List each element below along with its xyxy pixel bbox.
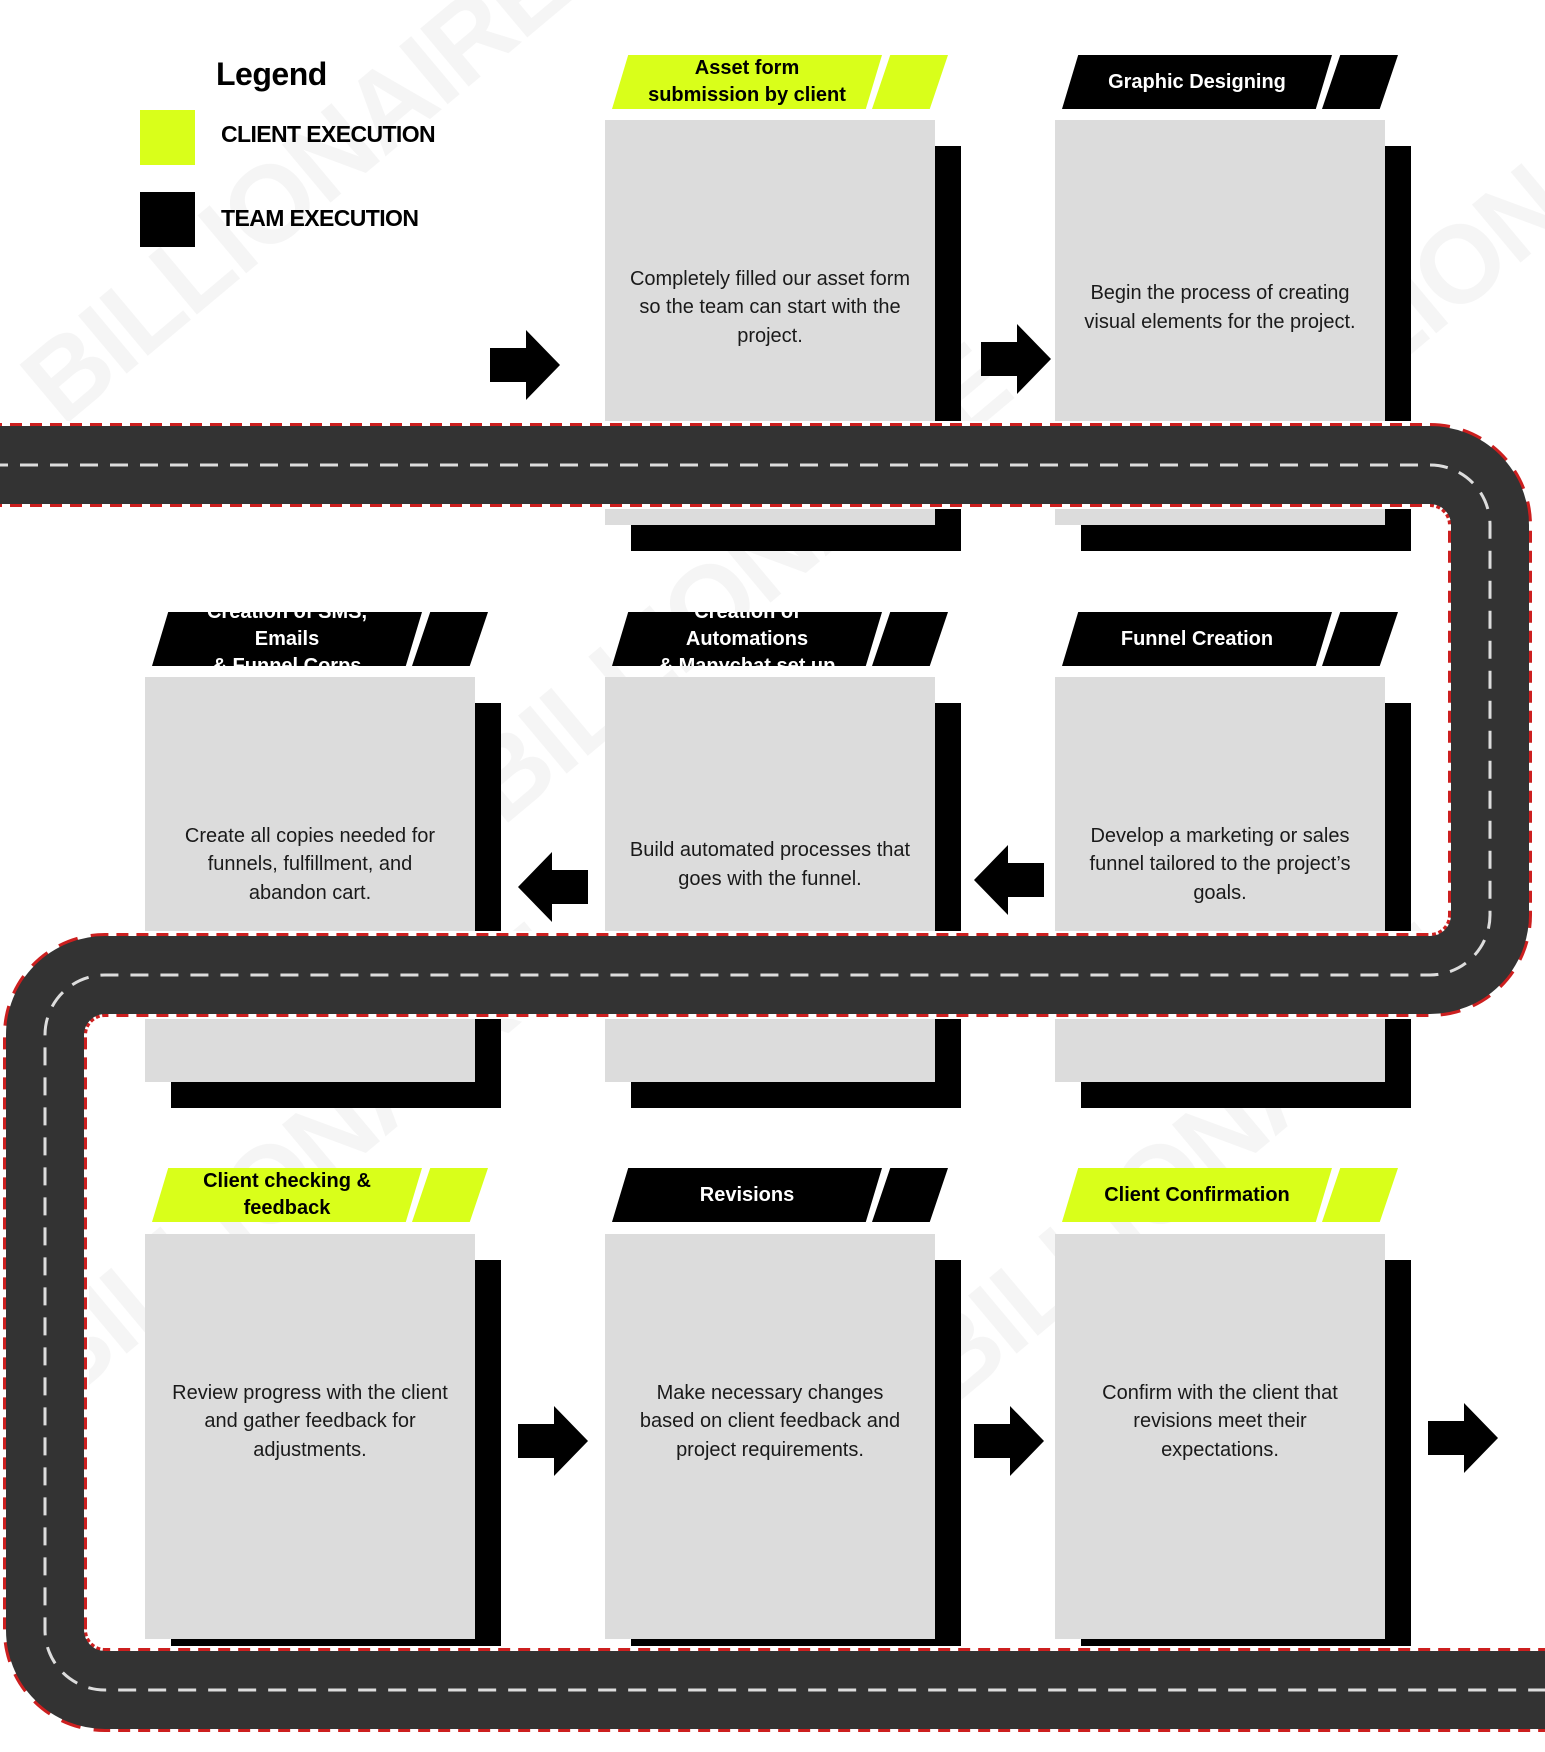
step-card: Review progress with the client and gath…	[145, 1234, 475, 1639]
step-title: Client checking & feedback	[152, 1168, 422, 1222]
step-description: Confirm with the client that revisions m…	[1102, 1381, 1338, 1461]
step-card: Confirm with the client that revisions m…	[1055, 1234, 1385, 1639]
arrow-right-icon	[981, 324, 1051, 394]
step-description: Completely filled our asset form so the …	[629, 267, 911, 347]
step-description: Develop a marketing or sales funnel tail…	[1089, 824, 1351, 904]
step-description: Review progress with the client and gath…	[172, 1381, 448, 1461]
step-title: Revisions	[612, 1168, 882, 1222]
step-description: Make necessary changes based on client f…	[639, 1381, 901, 1461]
legend-team-swatch	[140, 192, 195, 247]
legend-client-label: CLIENT EXECUTION	[221, 121, 436, 147]
legend-title: Legend	[216, 56, 327, 92]
step-description: Begin the process of creating visual ele…	[1084, 282, 1356, 333]
step-title: Asset form submission by client	[612, 55, 882, 109]
arrow-right-icon	[974, 1406, 1044, 1476]
step-title: Graphic Designing	[1062, 55, 1332, 109]
step-description: Create all copies needed for funnels, fu…	[184, 824, 436, 904]
arrow-left-icon	[518, 852, 588, 922]
step-title: Creation of SMS, Emails & Funnel Corps	[152, 612, 422, 666]
step-title: Funnel Creation	[1062, 612, 1332, 666]
step-description: Build automated processes that goes with…	[629, 839, 911, 890]
legend-team-label: TEAM EXECUTION	[221, 205, 419, 231]
arrow-right-icon	[1428, 1403, 1498, 1473]
step-title: Client Confirmation	[1062, 1168, 1332, 1222]
road-center-line	[0, 463, 1545, 1692]
arrow-left-icon	[974, 845, 1044, 915]
arrow-right-icon	[518, 1406, 588, 1476]
step-card: Make necessary changes based on client f…	[605, 1234, 935, 1639]
arrow-right-icon	[490, 330, 560, 400]
step-title: Creation of Automations & Manychat set u…	[612, 612, 882, 666]
legend-client-swatch	[140, 110, 195, 165]
